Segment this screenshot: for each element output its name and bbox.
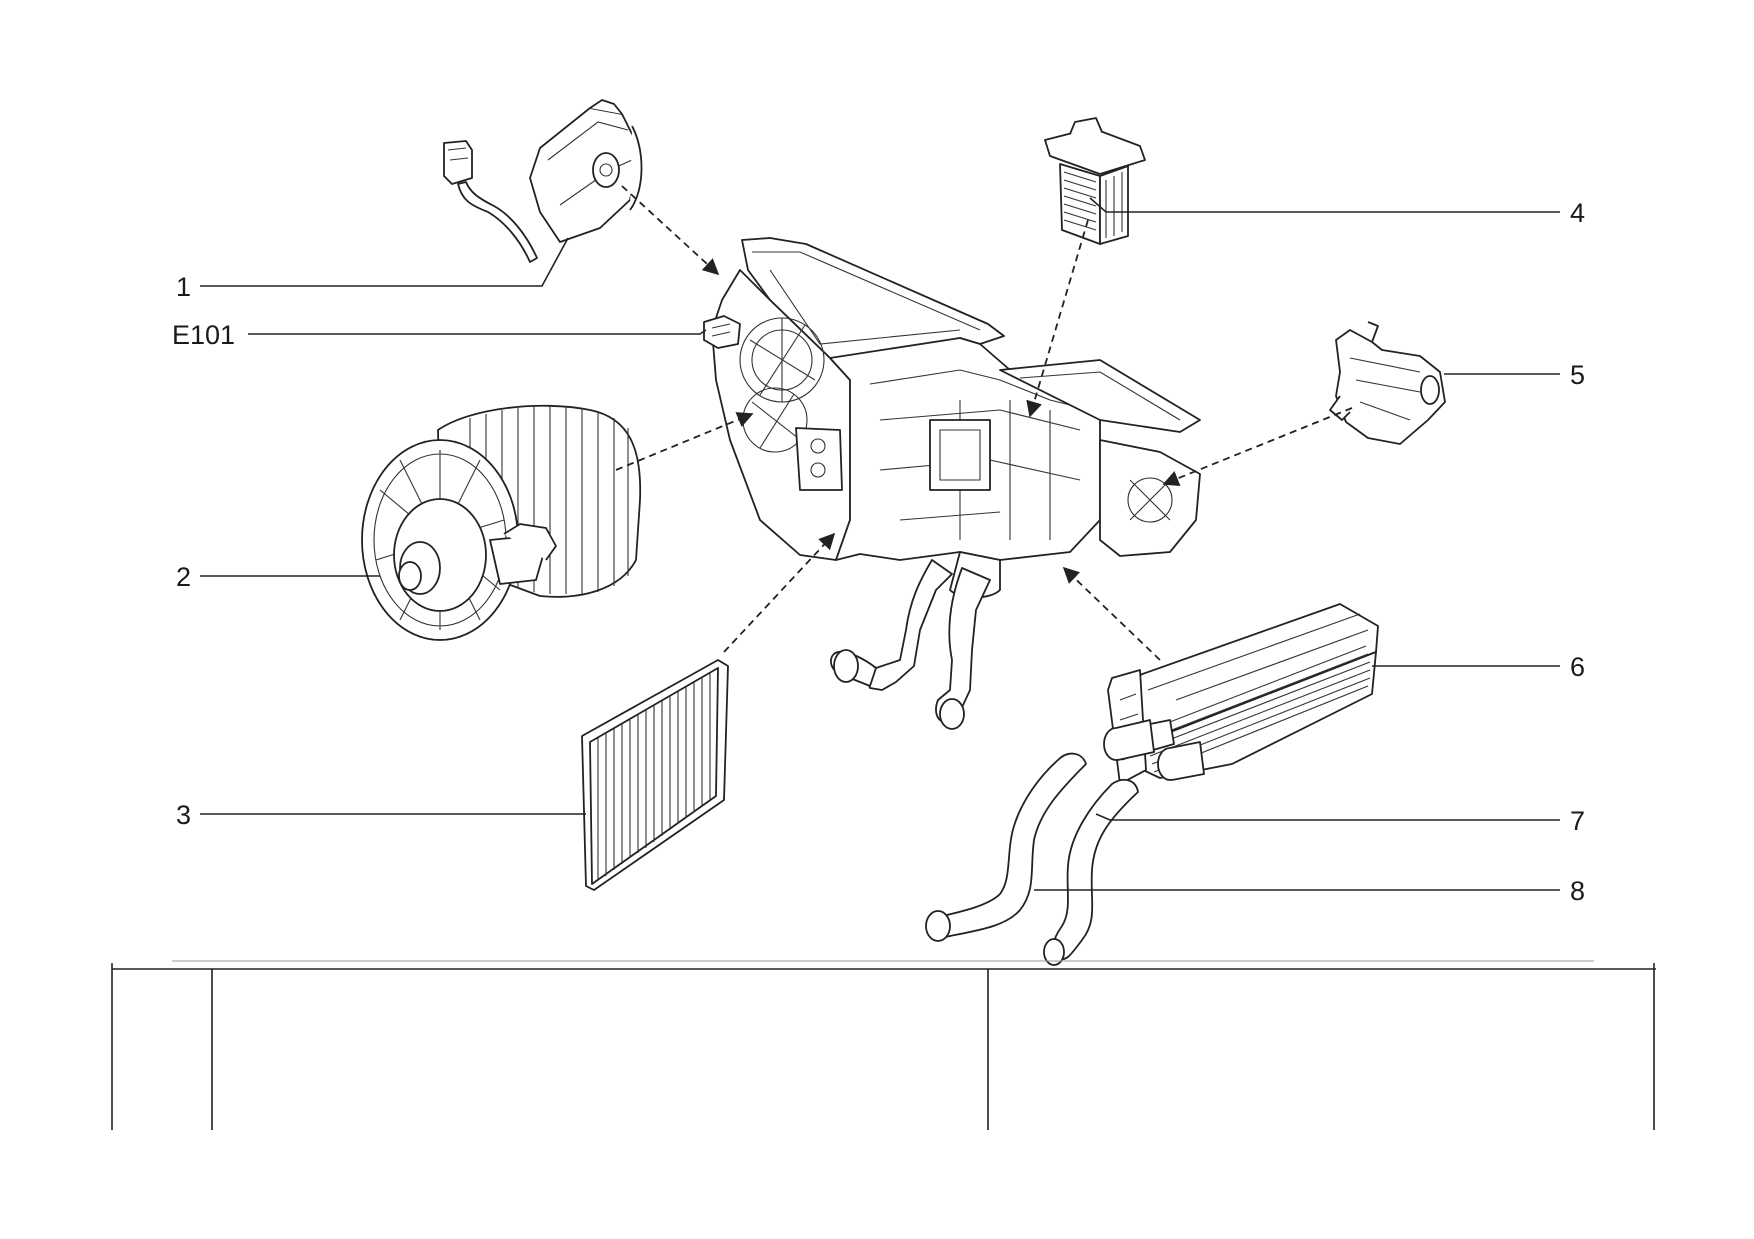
part-4-blower-resistor [1044,117,1146,245]
callout-5: 5 [1570,360,1585,390]
callout-6: 6 [1570,652,1585,682]
part-7-8-hoses [925,752,1139,966]
part-6-heater-matrix [1103,603,1379,785]
callout-3: 3 [176,800,191,830]
part-2-blower-fan [361,404,642,641]
leader-lines [200,197,1560,891]
title-block [111,960,1656,1130]
explode-arrows [615,185,1353,661]
callout-1: 1 [176,272,191,302]
callout-labels: 1 E101 2 3 4 5 6 7 8 [172,198,1585,906]
part-3-pollen-filter [581,659,729,891]
callout-8: 8 [1570,876,1585,906]
callout-7: 7 [1570,806,1585,836]
callout-4: 4 [1570,198,1585,228]
callout-2: 2 [176,562,191,592]
part-hvac-housing [703,237,1201,730]
callout-e101: E101 [172,320,235,350]
part-5-flap-actuator [1329,321,1446,445]
part-1-actuator [443,99,643,263]
